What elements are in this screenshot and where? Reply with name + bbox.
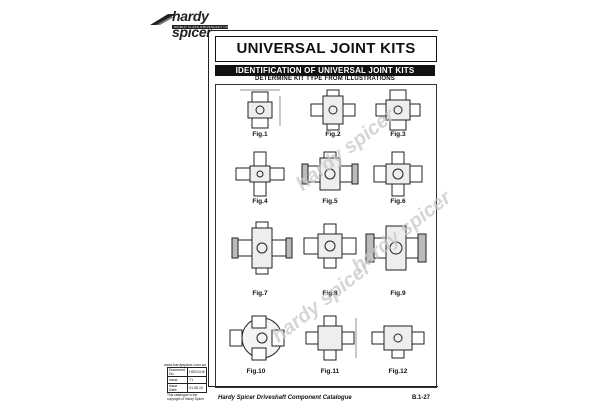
doc-info-value: HSDC/UK	[187, 367, 207, 377]
page-number: B.1-27	[412, 395, 431, 401]
fig-6-illustration	[368, 150, 428, 198]
fig-12-illustration	[368, 314, 428, 362]
fig-7-label: Fig.7	[252, 290, 268, 297]
doc-info-value: 71	[187, 376, 207, 384]
table-row: Document No: HSDC/UK	[166, 367, 207, 377]
fig-10-label: Fig.10	[246, 368, 266, 375]
instruction-text: DETERMINE KIT TYPE FROM ILLUSTRATIONS	[255, 76, 395, 82]
fig-11-illustration	[300, 314, 360, 362]
fig-6-label: Fig.6	[390, 198, 406, 205]
fig-8-label: Fig.8	[322, 290, 338, 297]
brand-tagline: WORLD CLASS DRIVESHAFT COMPONENTS	[174, 25, 248, 29]
fig-4-illustration	[230, 150, 290, 198]
section-heading: IDENTIFICATION OF UNIVERSAL JOINT KITS	[215, 65, 435, 76]
copyright-note: This catalogue is the copyright of Hardy…	[167, 393, 205, 401]
fig-10-illustration	[226, 312, 290, 364]
website-link[interactable]: www.hardyspicer.com.au	[164, 363, 206, 367]
fig-3-illustration	[368, 86, 428, 134]
doc-info-label: Document No:	[166, 367, 189, 377]
doc-info-label: Issue:	[166, 376, 189, 384]
fig-5-illustration	[300, 150, 360, 198]
doc-info-label: Issue Date:	[166, 383, 189, 393]
fig-12-label: Fig.12	[388, 368, 408, 375]
document-info-table: Document No: HSDC/UK Issue: 71 Issue Dat…	[166, 367, 207, 393]
footer-rule	[208, 386, 438, 387]
fig-1-label: Fig.1	[252, 131, 268, 138]
page-rule-vertical	[208, 30, 209, 386]
fig-3-label: Fig.3	[390, 131, 406, 138]
page-title: UNIVERSAL JOINT KITS	[215, 36, 437, 62]
fig-2-label: Fig.2	[325, 131, 341, 138]
page-rule-top	[208, 30, 438, 31]
fig-1-illustration	[230, 86, 290, 134]
brand-swoosh-icon	[150, 14, 176, 25]
fig-7-illustration	[230, 220, 294, 276]
fig-8-illustration	[300, 222, 360, 270]
fig-9-label: Fig.9	[390, 290, 406, 297]
table-row: Issue Date: 01.08.10	[166, 383, 207, 393]
brand-tagline-bar	[172, 25, 228, 29]
table-row: Issue: 71	[166, 376, 207, 384]
fig-5-label: Fig.5	[322, 198, 338, 205]
fig-2-illustration	[303, 86, 363, 134]
fig-9-illustration	[364, 220, 428, 276]
catalogue-name: Hardy Spicer Driveshaft Component Catalo…	[218, 395, 352, 401]
fig-4-label: Fig.4	[252, 198, 268, 205]
brand-logo: hardy spicer WORLD CLASS DRIVESHAFT COMP…	[150, 8, 248, 40]
fig-11-label: Fig.11	[320, 368, 340, 375]
illustrations-panel	[215, 84, 437, 388]
doc-info-value: 01.08.10	[187, 383, 207, 393]
